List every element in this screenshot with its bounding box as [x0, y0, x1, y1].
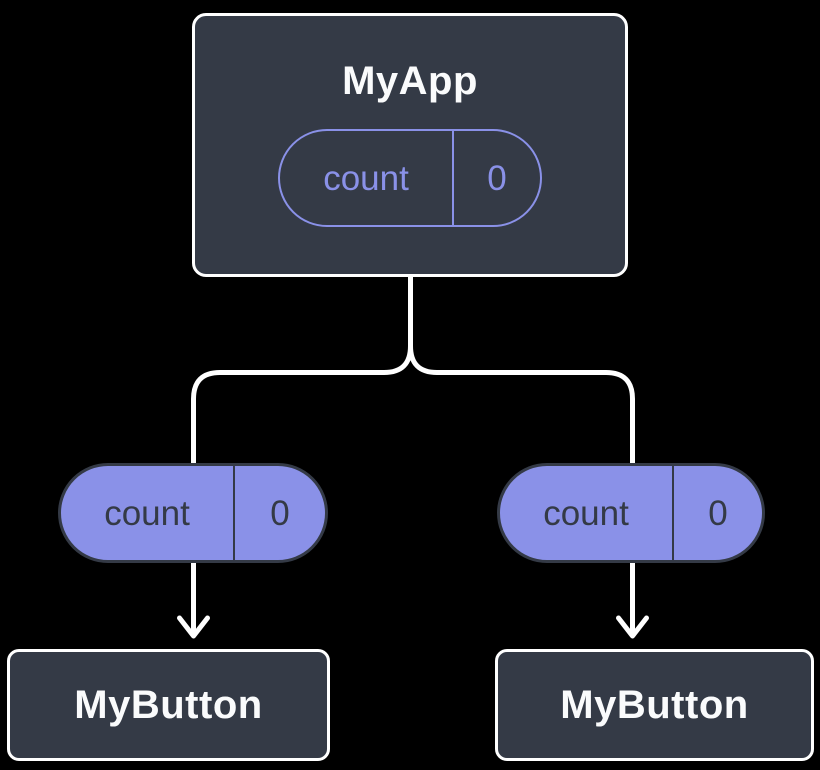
prop-name-label: count [500, 466, 674, 560]
right-branch-connector [408, 345, 635, 634]
right-arrow-down-icon [616, 615, 649, 639]
state-value-label: 0 [487, 158, 507, 198]
myapp-node: MyApp count 0 [192, 13, 628, 277]
left-branch-connector [191, 345, 413, 634]
mybutton-right-node: MyButton [495, 649, 814, 761]
right-prop-pill: count 0 [497, 463, 765, 563]
prop-value-label: 0 [270, 493, 290, 533]
mybutton-left-title: MyButton [74, 683, 263, 727]
state-name-label: count [280, 131, 454, 225]
prop-name-label: count [61, 466, 235, 560]
myapp-state-pill: count 0 [278, 129, 542, 227]
prop-value-label: 0 [708, 493, 728, 533]
myapp-title: MyApp [342, 59, 478, 103]
mybutton-right-title: MyButton [560, 683, 749, 727]
left-arrow-down-icon [177, 615, 210, 639]
left-prop-pill: count 0 [58, 463, 328, 563]
mybutton-left-node: MyButton [7, 649, 330, 761]
